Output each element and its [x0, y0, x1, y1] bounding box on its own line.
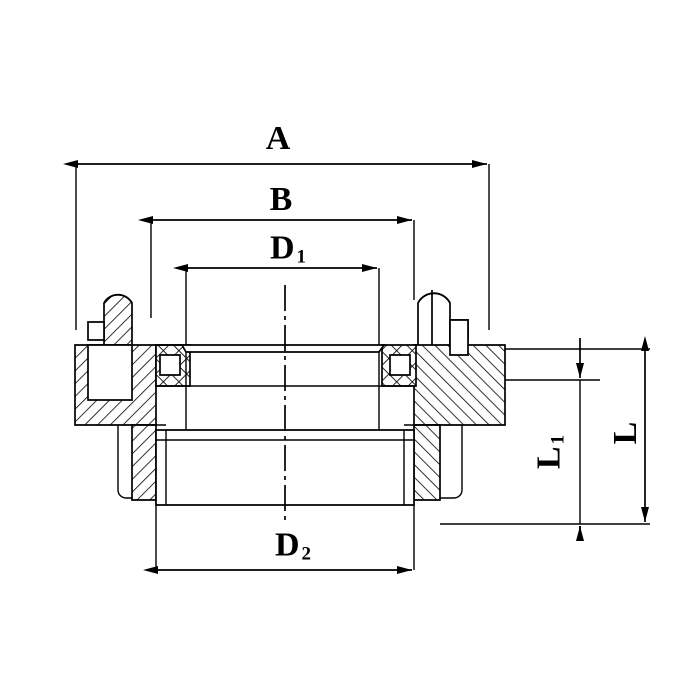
right-body-flange	[413, 319, 506, 501]
dimension-label-L: L	[607, 421, 644, 445]
left-cam-arm	[87, 293, 133, 359]
center-bore-lower	[140, 424, 440, 506]
left-body-flange	[74, 344, 157, 501]
dimension-label-L1: L1	[530, 434, 569, 470]
dimension-A	[63, 160, 490, 330]
dimension-L1	[505, 338, 600, 541]
dimension-label-B: B	[269, 181, 293, 218]
dimension-label-A: A	[265, 120, 291, 157]
dimension-D1	[173, 264, 380, 352]
dimension-L	[440, 336, 650, 525]
right-gasket-seal	[381, 344, 417, 387]
outer-skirt-outlines	[117, 425, 463, 499]
dimension-B	[138, 216, 415, 318]
center-bore-upper	[156, 344, 416, 430]
